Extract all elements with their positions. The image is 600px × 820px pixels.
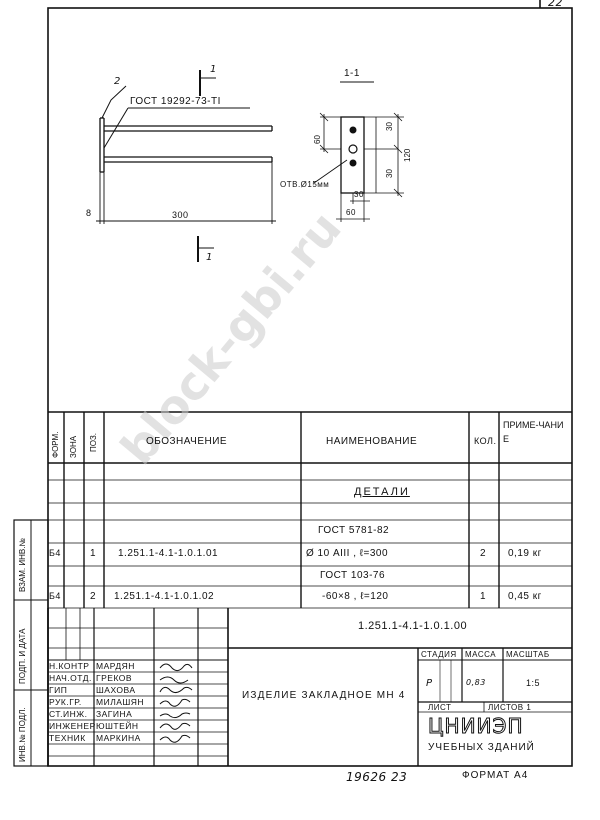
staff-role: ТЕХНИК (49, 733, 86, 743)
sheet-label: ЛИСТ (428, 703, 452, 712)
row-pos: 2 (90, 591, 97, 602)
staff-name: ЮШТЕЙН (96, 721, 139, 731)
scale-label: МАСШТАБ (506, 650, 550, 659)
staff-name: МАРКИНА (96, 733, 141, 743)
staff-role: НАЧ.ОТД. (49, 673, 92, 683)
side-stamp-signature: ПОДП. И ДАТА (18, 628, 27, 684)
signature-mark (159, 663, 193, 672)
organization-name: УЧЕБНЫХ ЗДАНИЙ (428, 742, 535, 753)
position-2-label: 2 (114, 76, 121, 87)
header-name: НАИМЕНОВАНИЕ (326, 436, 418, 447)
header-note: ПРИМЕ-ЧАНИЕ (503, 420, 564, 444)
signature-mark (159, 676, 189, 684)
row-note: 0,45 кг (508, 591, 542, 602)
staff-role: РУК.ГР. (49, 697, 82, 707)
staff-name: ГРЕКОВ (96, 673, 133, 683)
section-mark-top: 1 (210, 64, 217, 75)
sheet-format: ФОРМАТ А4 (462, 770, 529, 781)
signature-mark (159, 734, 191, 743)
row-pos: 1 (90, 548, 97, 559)
section-mark-bottom: 1 (206, 252, 213, 263)
dim-30-bottom: 30 (354, 190, 364, 199)
section-details-title: ДЕТАЛИ (354, 486, 410, 498)
header-qty: КОЛ. (474, 436, 497, 446)
staff-name: МАРДЯН (96, 661, 135, 671)
side-stamp-replace: ВЗАМ. ИНВ.№ (18, 537, 27, 592)
row-format: Б4 (49, 548, 61, 558)
staff-role: ГИП (49, 685, 68, 695)
row-qty: 1 (480, 591, 487, 602)
drawing-title: ИЗДЕЛИЕ ЗАКЛАДНОЕ МН 4 (242, 690, 406, 701)
row-qty: 2 (480, 548, 487, 559)
side-stamp-inventory: ИНВ.№ ПОДЛ. (18, 707, 27, 762)
dim-60-bottom: 60 (346, 208, 356, 217)
hole-note: ОТВ.Ø15мм (280, 180, 330, 189)
stage-value: Р (426, 678, 433, 689)
signature-mark (159, 712, 191, 719)
row-designation: 1.251.1-4.1-1.0.1.02 (114, 591, 215, 602)
inventory-number: 19626 23 (346, 770, 408, 784)
signature-mark (159, 722, 191, 730)
organization-logo: ЦНИИЭП (428, 714, 524, 739)
stage-label: СТАДИЯ (421, 650, 457, 659)
staff-role: Н.КОНТР (49, 661, 90, 671)
row-format: Б4 (49, 591, 61, 601)
row-name: -60×8 , ℓ=120 (322, 591, 389, 602)
staff-role: СТ.ИНЖ. (49, 709, 88, 719)
mass-value: 0,83 (466, 678, 486, 687)
signature-mark (159, 686, 193, 694)
scale-value: 1:5 (526, 678, 541, 688)
row-name: Ø 10 АIII , ℓ=300 (306, 548, 389, 559)
staff-name: ЗАГИНА (96, 709, 133, 719)
sheet-number: 22 (548, 0, 563, 9)
section-title: 1-1 (344, 68, 360, 79)
row-name: ГОСТ 103-76 (320, 570, 386, 581)
staff-name: МИЛАШЯН (96, 697, 145, 707)
header-designation: ОБОЗНАЧЕНИЕ (146, 436, 228, 447)
doc-code: 1.251.1-4.1-1.0.1.00 (358, 620, 468, 632)
staff-name: ШАХОВА (96, 685, 136, 695)
sheets-label: ЛИСТОВ 1 (488, 703, 532, 712)
signature-mark (159, 698, 191, 707)
staff-role: ИНЖЕНЕР (49, 721, 96, 731)
dim-plate-thickness: 8 (86, 208, 92, 218)
mass-label: МАССА (465, 650, 497, 659)
dim-length: 300 (172, 210, 189, 220)
row-note: 0,19 кг (508, 548, 542, 559)
row-designation: 1.251.1-4.1-1.0.1.01 (118, 548, 219, 559)
gost-label: ГОСТ 19292-73-ТI (130, 96, 221, 107)
row-name: ГОСТ 5781-82 (318, 525, 390, 536)
